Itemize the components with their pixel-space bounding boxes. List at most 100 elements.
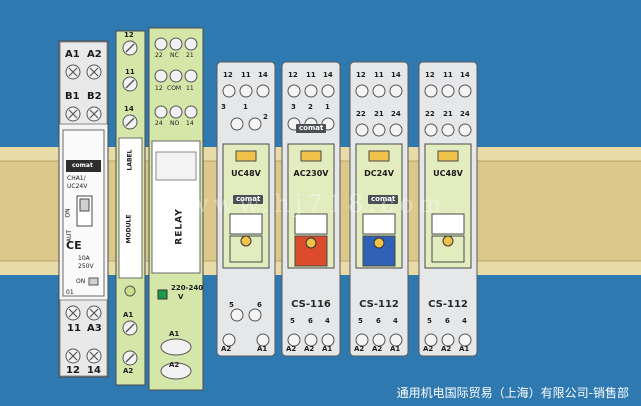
label-module-label-text: LABEL <box>126 149 134 171</box>
socket-terminals-top <box>424 84 472 137</box>
breaker-model: CHA1/ <box>67 175 86 182</box>
socket4-mid-22: 22 <box>425 110 435 118</box>
relay-led-window <box>368 150 390 162</box>
socket1-bottom-6: 6 <box>257 301 262 309</box>
socket2-rating: AC230V <box>293 169 329 178</box>
screw-terminal <box>372 123 386 137</box>
screw-terminal <box>321 333 335 347</box>
socket4-mid-24: 24 <box>460 110 470 118</box>
breaker-terminal-b1: B1 <box>65 91 80 102</box>
screw-terminal <box>184 69 198 83</box>
screw-terminal <box>256 84 270 98</box>
watermark-text: www.hj718.com <box>188 190 447 218</box>
relay-bottom-a1: A1 <box>169 330 180 338</box>
screw-terminal <box>441 84 455 98</box>
screw-terminal <box>321 84 335 98</box>
relay-bottom-terminal <box>160 362 192 380</box>
label-module-terminal-a1: A1 <box>123 311 134 319</box>
screw-terminal <box>355 333 369 347</box>
socket-terminals-bottom <box>424 333 472 347</box>
breaker-model-voltage: UC24V <box>67 183 88 190</box>
socket2-top-11: 11 <box>306 71 316 79</box>
screw-terminal <box>424 123 438 137</box>
screw-slot <box>125 353 135 363</box>
screw-terminal <box>230 308 244 322</box>
label-module <box>115 30 146 386</box>
socket1-brand: comat <box>233 195 264 204</box>
relay-test-button <box>442 235 454 247</box>
socket2-top-12: 12 <box>288 71 298 79</box>
screw-terminal <box>372 84 386 98</box>
breaker-brand: comat <box>72 162 93 169</box>
screw-terminal <box>458 123 472 137</box>
relay-led <box>157 289 168 300</box>
screw-slot <box>68 67 78 77</box>
socket1-bottom-a1: A1 <box>257 345 268 353</box>
screw-slot <box>89 308 99 318</box>
screw-terminal <box>154 105 168 119</box>
screw-terminal <box>169 37 183 51</box>
relay-terminal-14: 14 <box>186 120 194 127</box>
socket-relay-4 <box>418 61 478 357</box>
socket2-caption: CS-116 <box>291 299 331 310</box>
breaker-rating: 10A <box>78 255 90 262</box>
socket2-mid-2: 2 <box>308 103 313 111</box>
screw-terminal <box>424 333 438 347</box>
socket-terminals-top <box>222 84 270 131</box>
socket4-mid-21: 21 <box>443 110 453 118</box>
relay-terminal-21: 21 <box>186 52 194 59</box>
relay-voltage-range: 220-240 <box>171 284 204 292</box>
socket3-mid-22: 22 <box>356 110 366 118</box>
socket3-rating: DC24V <box>364 169 394 178</box>
relay-test-button <box>305 237 317 249</box>
screw-terminal <box>424 84 438 98</box>
screw-slot <box>68 351 78 361</box>
relay-terminal-22: 22 <box>155 52 163 59</box>
screw-terminal <box>389 84 403 98</box>
screw-slot <box>125 323 135 333</box>
socket1-top-12: 12 <box>223 71 233 79</box>
socket3-bottom-a2-left: A2 <box>354 345 365 353</box>
label-module-module-text: MODULE <box>125 214 133 244</box>
socket4-bottom-5: 5 <box>427 317 432 325</box>
socket4-bottom-a2: A2 <box>441 345 452 353</box>
screw-terminal <box>256 333 270 347</box>
socket-relay-1 <box>216 61 276 357</box>
relay-bottom-terminal <box>160 338 192 356</box>
socket4-bottom-a2-left: A2 <box>423 345 434 353</box>
socket4-rating: UC48V <box>433 169 463 178</box>
socket-relay-2 <box>281 61 341 357</box>
socket4-top-12: 12 <box>425 71 435 79</box>
socket2-mid-3: 3 <box>291 103 296 111</box>
socket2-mid-1: 1 <box>325 103 330 111</box>
screw-terminal <box>304 84 318 98</box>
socket2-bottom-a2-left: A2 <box>286 345 297 353</box>
socket3-bottom-a1: A1 <box>390 345 401 353</box>
socket-terminals-top <box>355 84 403 137</box>
socket3-bottom-6: 6 <box>376 317 381 325</box>
socket3-bottom-a2: A2 <box>372 345 383 353</box>
socket-terminals-bottom <box>287 333 335 347</box>
breaker-terminal-14: 14 <box>87 365 101 376</box>
socket2-brand: comat <box>296 124 327 133</box>
relay-vertical-text: RELAY <box>174 208 185 245</box>
breaker-terminal-a1: A1 <box>65 49 80 60</box>
socket3-caption: CS-112 <box>359 299 399 310</box>
breaker-terminal-a2: A2 <box>87 49 102 60</box>
screw-slot <box>68 308 78 318</box>
screw-terminal <box>169 69 183 83</box>
relay-voltage-unit: V <box>178 293 184 301</box>
footer-company-text: 通用机电国际贸易（上海）有限公司-销售部 <box>396 386 629 400</box>
socket1-top-11: 11 <box>241 71 251 79</box>
screw-terminal <box>154 37 168 51</box>
screw-slot <box>89 351 99 361</box>
screw-slot <box>89 109 99 119</box>
screw-terminal <box>389 333 403 347</box>
screw-terminal <box>248 308 262 322</box>
breaker-toggle-lever <box>79 198 90 212</box>
breaker-rating-voltage: 250V <box>78 263 94 270</box>
screw-terminal <box>184 37 198 51</box>
screw-terminal <box>458 84 472 98</box>
relay-module <box>148 27 204 391</box>
screw-terminal <box>230 117 244 131</box>
